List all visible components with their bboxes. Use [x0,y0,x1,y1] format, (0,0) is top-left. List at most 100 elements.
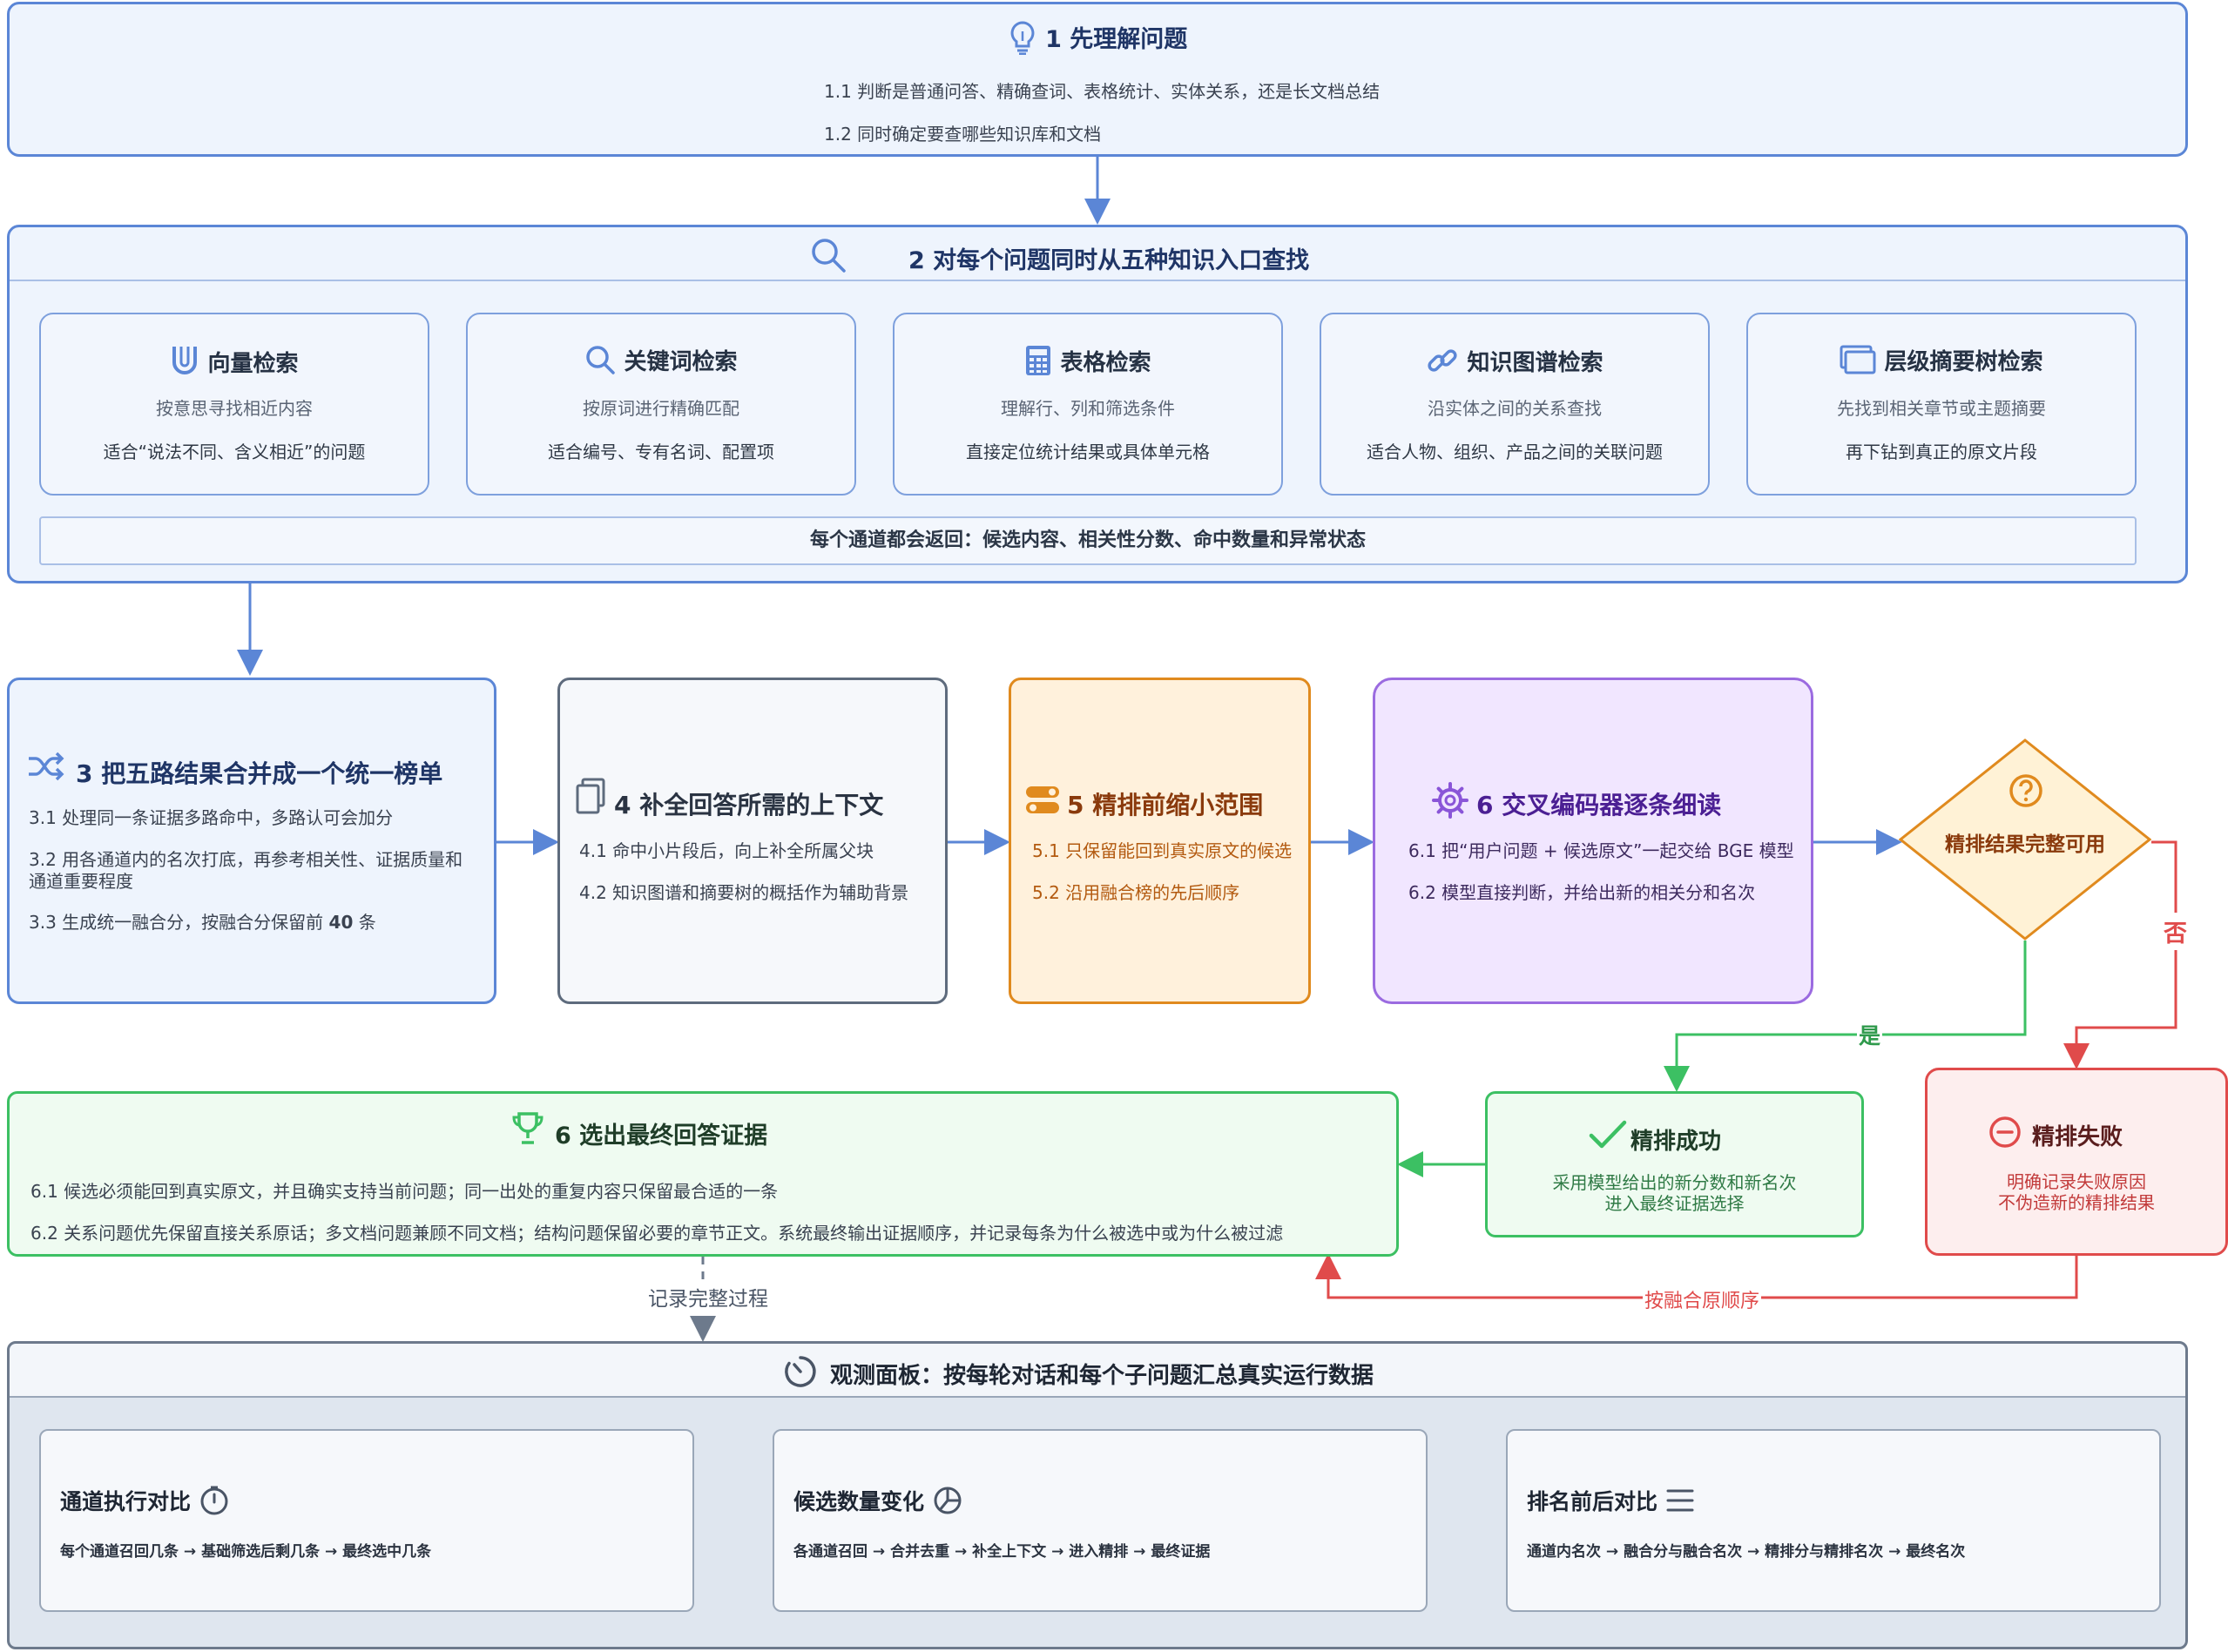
step2-box: 2 对每个问题同时从五种知识入口查找 向量检索 按意思寻找相近内容 适合“说法不… [7,225,2188,583]
step1-box: 1 先理解问题 1.1 判断是普通问答、精确查词、表格统计、实体关系，还是长文档… [7,2,2188,157]
magnet-icon [170,344,199,385]
step4-title: 4 补全回答所需的上下文 [614,791,884,819]
channel-sub1-vector: 按意思寻找相近内容 [156,398,313,419]
channel-tree: 层级摘要树检索 先找到相关章节或主题摘要 再下钻到真正的原文片段 [1746,313,2137,496]
success-line-1: 采用模型给出的新分数和新名次 [1552,1172,1797,1193]
fail-title: 精排失败 [2032,1124,2123,1150]
step2-footer-text: 每个通道都会返回：候选内容、相关性分数、命中数量和异常状态 [809,529,1366,551]
channel-sub1-table: 理解行、列和筛选条件 [1001,398,1175,419]
step3-line-3-text: 3.3 生成统一融合分，按融合分保留前 [29,912,329,933]
step6-line-1: 6.1 把“用户问题 + 候选原文”一起交给 BGE 模型 [1408,840,1794,861]
panel-card-channel: 通道执行对比 每个通道召回几条 → 基础筛选后剩几条 → 最终选中几条 [39,1429,694,1612]
step6-box: 6 交叉编码器逐条细读 6.1 把“用户问题 + 候选原文”一起交给 BGE 模… [1373,678,1813,1004]
document-icon [576,778,605,818]
fail-fallback-label: 按融合原顺序 [1643,1285,1762,1313]
check-icon [1589,1120,1627,1153]
step3-line-3-unit: 条 [353,912,376,933]
table-icon [1024,344,1052,383]
observation-panel: 观测面板：按每轮对话和每个子问题汇总真实运行数据 通道执行对比 每个通道召回几条… [7,1341,2188,1649]
step5-box: 5 精排前缩小范围 5.1 只保留能回到真实原文的候选 5.2 沿用融合榜的先后… [1009,678,1311,1004]
timer-icon [783,1354,818,1392]
gear-icon [1431,781,1469,823]
step3-line-2b: 通道重要程度 [29,871,133,892]
step4-line-2: 4.2 知识图谱和摘要树的概括作为辅助背景 [579,882,909,903]
channel-title-vector: 向量检索 [207,351,299,377]
step5-title: 5 精排前缩小范围 [1067,791,1264,819]
channel-sub2-table: 直接定位统计结果或具体单元格 [966,442,1210,462]
panel-header-bar [10,1344,2185,1398]
channel-sub2-keyword: 适合编号、专有名词、配置项 [548,442,774,462]
step1-line-1: 1.1 判断是普通问答、精确查词、表格统计、实体关系，还是长文档总结 [824,81,1381,102]
panel-card-desc-channel: 每个通道召回几条 → 基础筛选后剩几条 → 最终选中几条 [60,1543,432,1561]
step3-title: 3 把五路结果合并成一个统一榜单 [76,759,443,788]
decision-yes-label: 是 [1857,1019,1883,1050]
channel-sub2-graph: 适合人物、组织、产品之间的关联问题 [1367,442,1663,462]
step3-box: 3 把五路结果合并成一个统一榜单 3.1 处理同一条证据多路命中，多路认可会加分… [7,678,496,1004]
channel-title-tree: 层级摘要树检索 [1884,349,2043,375]
channel-sub2-vector: 适合“说法不同、含义相近”的问题 [103,442,366,462]
panel-card-title-candidates: 候选数量变化 [793,1489,925,1514]
step2-header-bar [10,227,2185,281]
panel-card-title-channel: 通道执行对比 [60,1489,192,1514]
channel-title-graph: 知识图谱检索 [1467,350,1603,376]
shuffle-icon [27,752,65,785]
final-line-1: 6.1 候选必须能回到真实原文，并且确实支持当前问题；同一出处的重复内容只保留最… [30,1181,779,1202]
final-record-label: 记录完整过程 [645,1282,772,1311]
step1-line-2: 1.2 同时确定要查哪些知识库和文档 [824,124,1102,145]
final-title: 6 选出最终回答证据 [555,1123,768,1150]
channel-sub1-keyword: 按原词进行精确匹配 [583,398,739,419]
final-line-2: 6.2 关系问题优先保留直接关系原话；多文档问题兼顾不同文档；结构问题保留必要的… [30,1223,1284,1244]
panel-card-candidates: 候选数量变化 各通道召回 → 合并去重 → 补全上下文 → 进入精排 → 最终证… [773,1429,1428,1612]
channel-sub1-tree: 先找到相关章节或主题摘要 [1837,398,2046,419]
channel-vector: 向量检索 按意思寻找相近内容 适合“说法不同、含义相近”的问题 [39,313,429,496]
final-box: 6 选出最终回答证据 6.1 候选必须能回到真实原文，并且确实支持当前问题；同一… [7,1091,1399,1257]
step5-line-2: 5.2 沿用融合榜的先后顺序 [1032,882,1240,903]
fail-line-2: 不伪造新的精排结果 [1998,1192,2155,1213]
minus-circle-icon [1988,1116,2022,1152]
trophy-icon [511,1111,544,1150]
step3-line-3-count: 40 [328,912,354,933]
step4-line-1: 4.1 命中小片段后，向上补全所属父块 [579,840,874,861]
channel-sub1-graph: 沿实体之间的关系查找 [1428,398,1602,419]
channel-keyword: 关键词检索 按原词进行精确匹配 适合编号、专有名词、配置项 [466,313,856,496]
step2-title: 2 对每个问题同时从五种知识入口查找 [908,247,1310,274]
search-icon [584,344,616,381]
decision-no-label: 否 [2164,913,2187,950]
fail-box: 精排失败 明确记录失败原因 不伪造新的精排结果 [1925,1068,2228,1256]
step1-title: 1 先理解问题 [1045,26,1188,53]
lightbulb-icon [1008,20,1037,61]
channel-graph: 知识图谱检索 沿实体之间的关系查找 适合人物、组织、产品之间的关联问题 [1320,313,1710,496]
decision-title: 精排结果完整可用 [1945,833,2105,856]
success-line-2: 进入最终证据选择 [1604,1193,1745,1214]
step6-line-2: 6.2 模型直接判断，并给出新的相关分和名次 [1408,882,1756,903]
panel-title: 观测面板：按每轮对话和每个子问题汇总真实运行数据 [830,1363,1374,1389]
success-box: 精排成功 采用模型给出的新分数和新名次 进入最终证据选择 [1485,1091,1864,1237]
fail-line-1: 明确记录失败原因 [2007,1171,2146,1192]
step5-line-1: 5.1 只保留能回到真实原文的候选 [1032,840,1293,861]
step1-header: 1 先理解问题 [10,20,2185,61]
question-icon [2009,773,2043,812]
layers-icon [1840,345,1876,381]
link-icon [1426,344,1459,383]
step2-footer: 每个通道都会返回：候选内容、相关性分数、命中数量和异常状态 [39,516,2137,565]
toggle-icon [1025,785,1060,819]
decision-diamond: 精排结果完整可用 [1898,738,2152,941]
clock-icon [199,1485,230,1521]
list-icon [1665,1487,1695,1519]
step3-line-1: 3.1 处理同一条证据多路命中，多路认可会加分 [29,807,394,828]
channel-title-table: 表格检索 [1060,350,1151,376]
search-icon [809,236,847,278]
success-title: 精排成功 [1630,1129,1722,1155]
panel-card-ranking: 排名前后对比 通道内名次 → 融合分与融合名次 → 精排分与精排名次 → 最终名… [1506,1429,2161,1612]
step6-title: 6 交叉编码器逐条细读 [1476,791,1722,819]
pie-chart-icon [932,1485,963,1521]
step4-box: 4 补全回答所需的上下文 4.1 命中小片段后，向上补全所属父块 4.2 知识图… [557,678,948,1004]
panel-card-desc-ranking: 通道内名次 → 融合分与融合名次 → 精排分与精排名次 → 最终名次 [1527,1543,1966,1561]
channel-table: 表格检索 理解行、列和筛选条件 直接定位统计结果或具体单元格 [893,313,1283,496]
panel-card-title-ranking: 排名前后对比 [1527,1489,1658,1514]
panel-card-desc-candidates: 各通道召回 → 合并去重 → 补全上下文 → 进入精排 → 最终证据 [793,1543,1211,1561]
channel-sub2-tree: 再下钻到真正的原文片段 [1846,442,2037,462]
channel-title-keyword: 关键词检索 [624,349,738,375]
step3-line-3: 3.3 生成统一融合分，按融合分保留前 40 条 [29,908,376,934]
step3-line-2: 3.2 用各通道内的名次打底，再参考相关性、证据质量和 [29,849,463,870]
